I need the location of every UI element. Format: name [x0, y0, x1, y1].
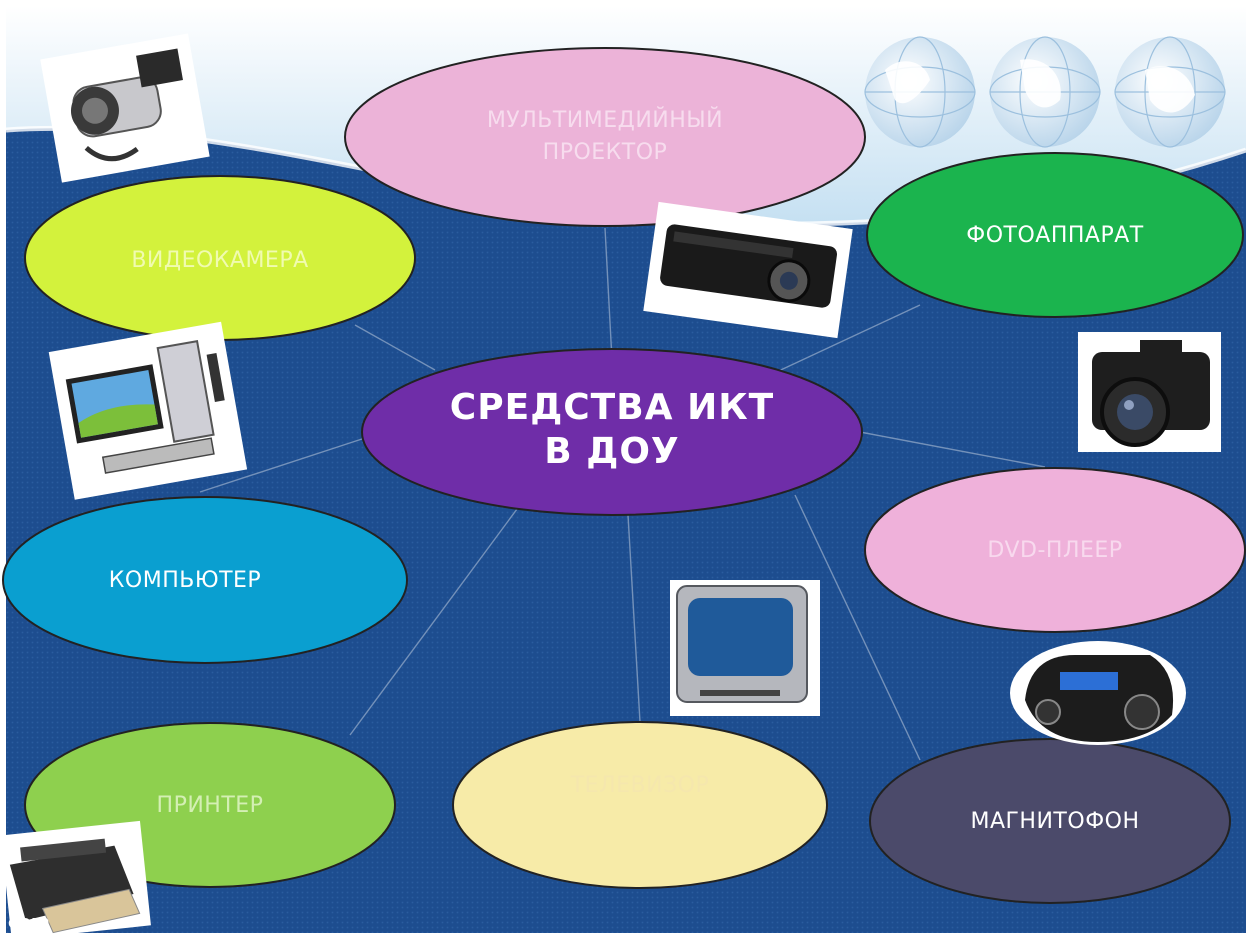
label-computer: КОМПЬЮТЕР — [108, 568, 262, 593]
label-camera: ФОТОАППАРАТ — [966, 223, 1144, 248]
watermark: com — [8, 912, 50, 933]
label-tape-recorder: МАГНИТОФОН — [970, 809, 1140, 834]
connector — [627, 514, 641, 723]
center-label-line-1: СРЕДСТВА ИКТ — [449, 387, 775, 428]
node-multimedia-projector — [344, 47, 866, 227]
desktop-computer-icon — [48, 321, 248, 500]
center-label: СРЕДСТВА ИКТ В ДОУ — [412, 386, 812, 474]
node-dvd-player — [864, 467, 1246, 633]
node-camera — [866, 152, 1244, 318]
label-printer: ПРИНТЕР — [156, 793, 264, 818]
label-video-camera: ВИДЕОКАМЕРА — [131, 248, 309, 273]
television-icon — [670, 580, 820, 716]
node-tv — [452, 721, 828, 889]
printer-icon — [0, 820, 151, 939]
label-tv: ТЕЛЕВИЗОР — [570, 773, 710, 798]
connector — [769, 304, 921, 376]
dslr-camera-icon — [1078, 332, 1221, 452]
connector — [199, 437, 366, 493]
center-label-line-2: В ДОУ — [544, 431, 680, 472]
center-node — [361, 348, 863, 516]
boombox-icon — [1010, 641, 1186, 745]
node-computer — [2, 496, 408, 664]
connector — [354, 324, 436, 371]
projector-icon — [643, 201, 853, 339]
connector — [794, 494, 921, 761]
label-multimedia-projector-line-2: ПРОЕКТОР — [542, 140, 668, 165]
connector — [349, 504, 521, 736]
connector — [604, 227, 613, 361]
video-camera-icon — [40, 33, 210, 183]
connector — [859, 431, 1046, 468]
label-dvd-player: DVD-ПЛЕЕР — [987, 538, 1123, 563]
label-multimedia-projector-line-1: МУЛЬТИМЕДИЙНЫЙ — [486, 108, 724, 133]
label-multimedia-projector: МУЛЬТИМЕДИЙНЫЙ ПРОЕКТОР — [405, 105, 805, 169]
node-tape-recorder — [869, 738, 1231, 904]
globe-icon — [864, 36, 1226, 148]
